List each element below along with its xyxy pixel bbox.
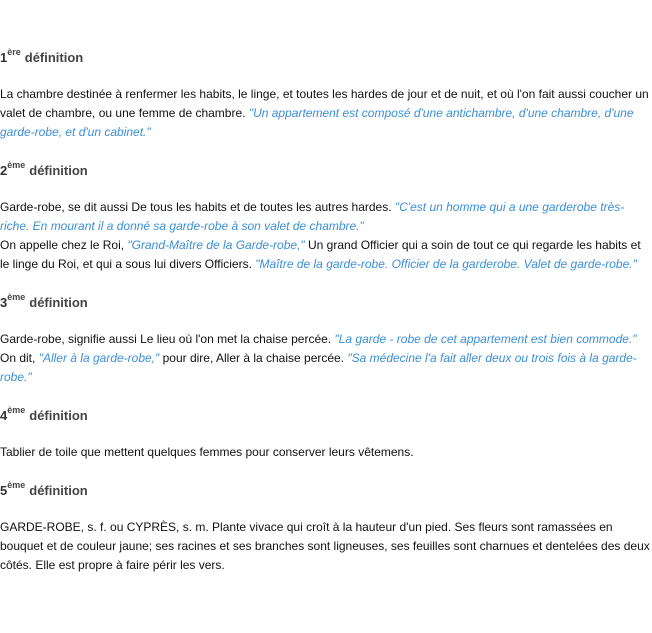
definition-body: Garde-robe, signifie aussi Le lieu où l'… — [0, 330, 652, 387]
definition-label: définition — [29, 408, 88, 423]
definition-number: 1 — [0, 50, 8, 65]
definition-body: Tablier de toile que mettent quelques fe… — [0, 443, 652, 462]
definition-text: On dit, — [0, 351, 39, 365]
ordinal-suffix: ème — [7, 160, 26, 170]
definition-text: Tablier de toile que mettent quelques fe… — [0, 445, 414, 459]
example-quote: "Maître de la garde-robe. Officier de la… — [255, 257, 637, 271]
definition-label: définition — [29, 295, 88, 310]
definition-paragraph: On appelle chez le Roi, "Grand-Maître de… — [0, 236, 652, 274]
definition-text: La chambre destinée à renfermer les habi… — [0, 87, 649, 120]
definition-number: 2 — [0, 163, 8, 178]
definition-paragraph: On dit, "Aller à la garde-robe," pour di… — [0, 349, 652, 387]
ordinal-suffix: ème — [7, 292, 26, 302]
ordinal-suffix: ème — [7, 480, 26, 490]
definition-text: On appelle chez le Roi, — [0, 238, 128, 252]
definition-paragraph: Garde-robe, signifie aussi Le lieu où l'… — [0, 330, 652, 349]
definition-body: GARDE-ROBE, s. f. ou CYPRÈS, s. m. Plant… — [0, 518, 652, 575]
example-quote: "La garde - robe de cet appartement est … — [334, 332, 637, 346]
example-quote: "Un appartement est composé d'une antich… — [0, 106, 634, 139]
definition-number: 5 — [0, 483, 8, 498]
example-quote: "Sa médecine l'a fait aller deux ou troi… — [0, 351, 637, 384]
definition-text: pour dire, Aller à la chaise percée. — [159, 351, 348, 365]
example-quote: "Grand-Maître de la Garde-robe," — [127, 238, 305, 252]
definition-label: définition — [29, 163, 88, 178]
definition-text: Garde-robe, signifie aussi Le lieu où l'… — [0, 332, 335, 346]
definition-text: Un grand Officier qui a soin de tout ce … — [0, 238, 641, 271]
definition-paragraph: Tablier de toile que mettent quelques fe… — [0, 443, 652, 462]
definition-paragraph: GARDE-ROBE, s. f. ou CYPRÈS, s. m. Plant… — [0, 518, 652, 575]
definition-number: 3 — [0, 295, 8, 310]
definition-text: Garde-robe, se dit aussi De tous les hab… — [0, 200, 395, 214]
definition-paragraph: Garde-robe, se dit aussi De tous les hab… — [0, 198, 652, 236]
example-quote: "C'est un homme qui a une garderobe très… — [0, 200, 625, 233]
definition-body: Garde-robe, se dit aussi De tous les hab… — [0, 198, 652, 274]
ordinal-suffix: ère — [7, 47, 21, 57]
definition-label: définition — [29, 483, 88, 498]
example-quote: "Aller à la garde-robe," — [38, 351, 160, 365]
definition-body: La chambre destinée à renfermer les habi… — [0, 85, 652, 142]
definition-paragraph: La chambre destinée à renfermer les habi… — [0, 85, 652, 142]
ordinal-suffix: ème — [7, 405, 26, 415]
definition-number: 4 — [0, 408, 8, 423]
definition-label: définition — [24, 50, 84, 65]
definition-text: GARDE-ROBE, s. f. ou CYPRÈS, s. m. Plant… — [0, 520, 650, 572]
